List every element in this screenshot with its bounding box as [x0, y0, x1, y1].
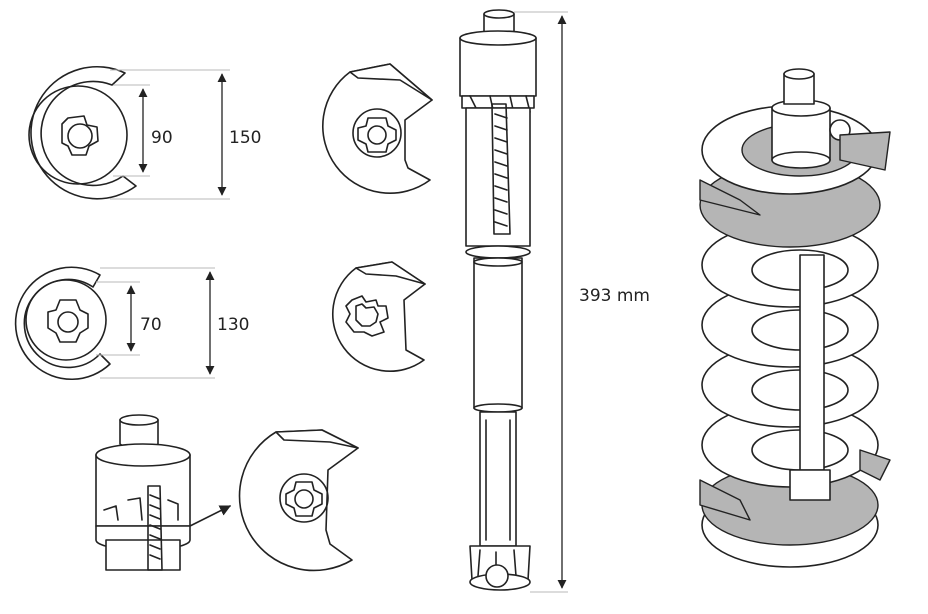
dimension-plate1-outer: 150	[110, 69, 261, 200]
plate-perspective-bottom	[238, 429, 359, 572]
spring-compressor-tool	[459, 9, 537, 591]
label-plate2-inner: 70	[140, 315, 162, 335]
plate-small-perspective	[332, 261, 426, 372]
label-plate1-inner: 90	[151, 128, 173, 148]
dimension-plate2-inner: 70	[96, 281, 162, 356]
plate-large-front	[28, 66, 137, 200]
label-plate2-outer: 130	[217, 315, 249, 335]
plate-large-perspective	[322, 63, 433, 194]
dimension-plate1-inner: 90	[113, 84, 173, 177]
plate-small-front	[14, 266, 111, 381]
shaft-closeup	[95, 414, 232, 571]
dimension-tool-length: 393 mm	[514, 11, 650, 593]
coil-spring-assembly	[699, 68, 891, 568]
dimension-plate2-outer: 130	[100, 267, 249, 379]
label-tool-length: 393 mm	[579, 286, 650, 306]
label-plate1-outer: 150	[229, 128, 261, 148]
